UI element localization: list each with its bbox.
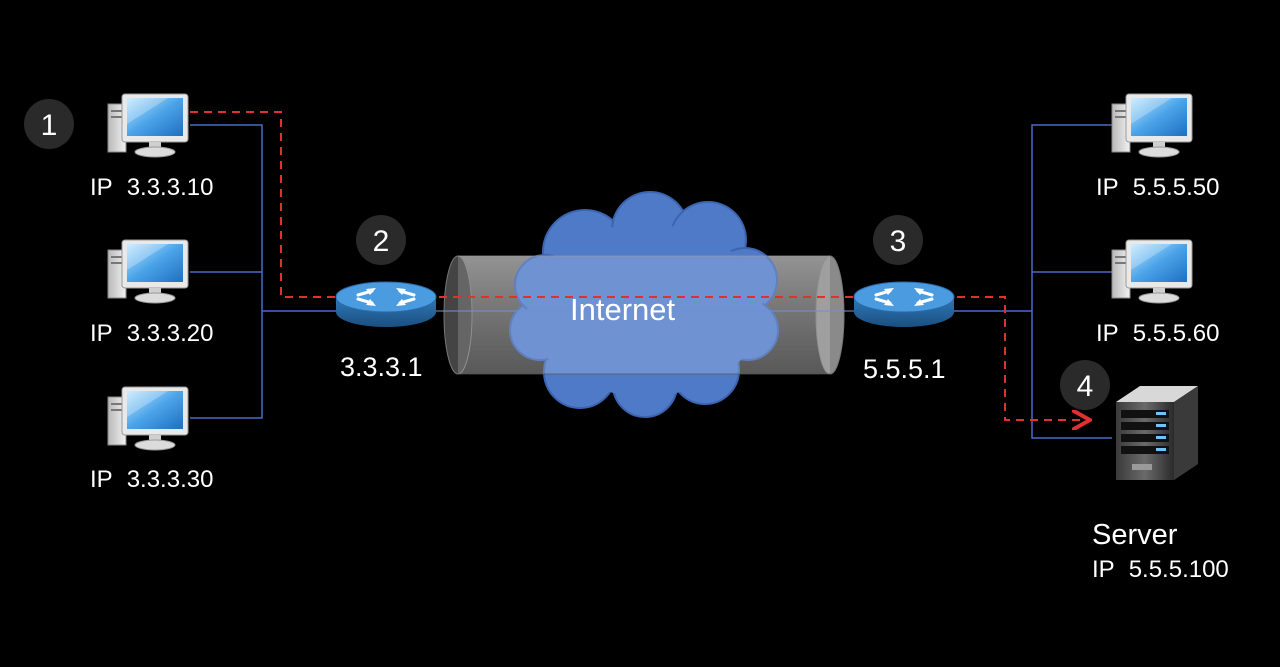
ip-prefix: IP — [1096, 174, 1119, 201]
router-right-label: 5.5.5.1 — [863, 354, 946, 384]
step-number: 2 — [373, 225, 390, 258]
ip-prefix: IP — [1092, 556, 1115, 583]
svg-text:IP3.3.3.10: IP 3.3.3.10 — [90, 174, 213, 201]
router-icon — [852, 280, 956, 329]
server: Server IP 5.5.5.100 — [1092, 386, 1229, 583]
left-host-2: IP 3.3.3.20 — [90, 239, 213, 347]
host-ip: 5.5.5.50 — [1133, 174, 1220, 201]
left-host-3: IP 3.3.3.30 — [90, 386, 213, 493]
server-title: Server — [1092, 519, 1178, 551]
right-host-1: IP 5.5.5.50 — [1096, 93, 1219, 201]
svg-text:IP5.5.5.50: IP 5.5.5.50 — [1096, 174, 1219, 201]
desktop-computer-icon — [1111, 239, 1193, 304]
router-left-label: 3.3.3.1 — [340, 352, 423, 382]
svg-text:IP5.5.5.60: IP 5.5.5.60 — [1096, 320, 1219, 347]
host-ip: 3.3.3.30 — [127, 466, 214, 493]
svg-text:IP3.3.3.30: IP 3.3.3.30 — [90, 466, 213, 493]
server-ip: 5.5.5.100 — [1129, 556, 1229, 583]
step-number: 3 — [890, 225, 907, 258]
svg-text:IP5.5.5.100: IP 5.5.5.100 — [1092, 556, 1229, 583]
step-badge-1: 1 — [24, 99, 74, 149]
router-icon — [334, 280, 438, 329]
internet-cloud-icon — [458, 191, 830, 418]
router-left: 3.3.3.1 — [334, 280, 438, 382]
desktop-computer-icon — [1111, 93, 1193, 158]
ip-prefix: IP — [90, 466, 113, 493]
traffic-path — [190, 111, 1088, 420]
ip-prefix: IP — [90, 174, 113, 201]
network-links — [190, 124, 1112, 439]
step-badge-3: 3 — [873, 215, 923, 265]
host-ip: 3.3.3.20 — [127, 320, 214, 347]
server-icon — [1116, 386, 1198, 480]
step-number: 1 — [41, 109, 58, 142]
desktop-computer-icon — [107, 239, 189, 304]
left-host-1: IP 3.3.3.10 — [90, 93, 213, 201]
right-host-2: IP 5.5.5.60 — [1096, 239, 1219, 347]
step-badge-4: 4 — [1060, 360, 1110, 410]
desktop-computer-icon — [107, 93, 189, 158]
host-ip: 5.5.5.60 — [1133, 320, 1220, 347]
router-right: 5.5.5.1 — [852, 280, 956, 384]
cloud-label: Internet — [570, 292, 676, 327]
step-number: 4 — [1077, 370, 1094, 403]
ip-prefix: IP — [1096, 320, 1119, 347]
host-ip: 3.3.3.10 — [127, 174, 214, 201]
desktop-computer-icon — [107, 386, 189, 451]
step-badge-2: 2 — [356, 215, 406, 265]
ip-prefix: IP — [90, 320, 113, 347]
svg-text:IP3.3.3.20: IP 3.3.3.20 — [90, 320, 213, 347]
